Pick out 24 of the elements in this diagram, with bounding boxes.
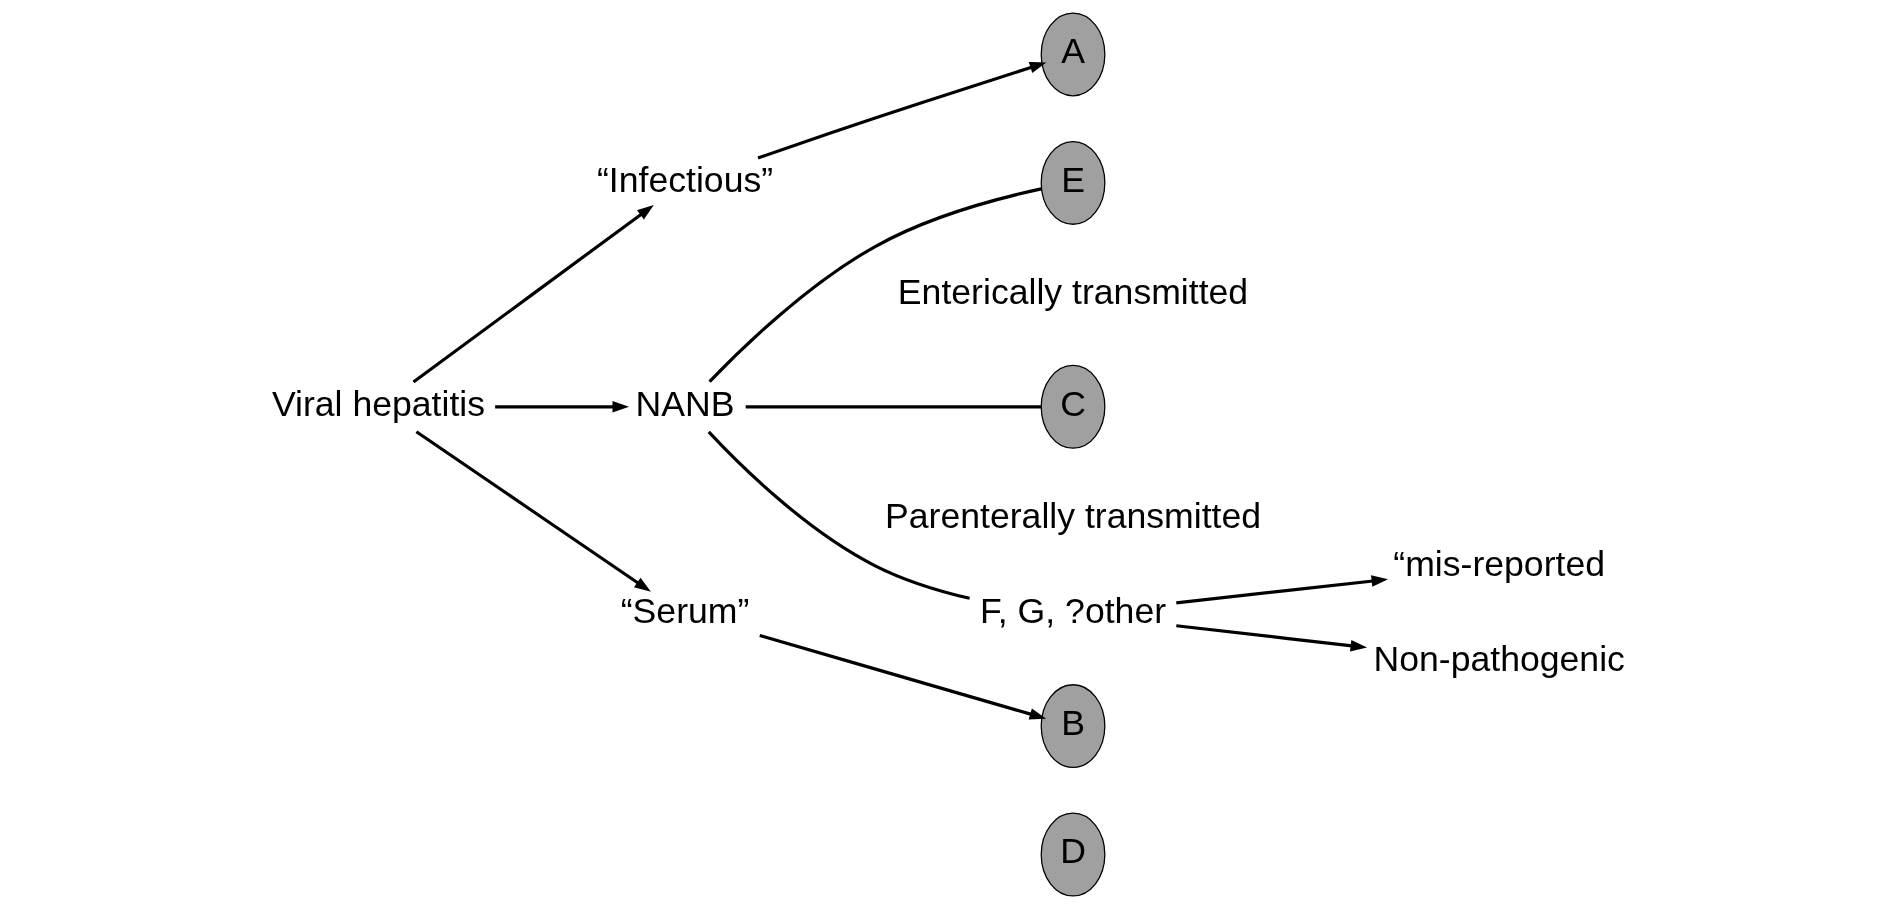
- connector: [745, 405, 1042, 409]
- node-text: “mis-reported: [1393, 543, 1606, 584]
- node-ellipse: C: [1040, 364, 1106, 449]
- arrow: [1176, 575, 1389, 605]
- node-ellipse: D: [1040, 812, 1106, 897]
- node-text: “Infectious”: [596, 159, 774, 200]
- arrow: [1176, 624, 1368, 652]
- arrow: [757, 62, 1047, 160]
- node-ellipse: A: [1040, 12, 1106, 97]
- node-text: Non-pathogenic: [1373, 639, 1625, 680]
- node-ellipse: B: [1040, 684, 1106, 769]
- node-ellipse: E: [1040, 140, 1106, 225]
- node-text: F, G, ?other: [980, 590, 1167, 631]
- node-label: Enterically transmitted: [897, 271, 1249, 312]
- connector: [708, 187, 1042, 383]
- node-label: Parenterally transmitted: [885, 495, 1262, 536]
- arrow: [412, 205, 654, 384]
- arrow: [415, 430, 651, 592]
- arrow: [495, 401, 630, 413]
- arrow: [759, 633, 1047, 720]
- node-text: NANB: [635, 383, 735, 424]
- node-text: Viral hepatitis: [271, 383, 486, 424]
- connector: [707, 430, 970, 600]
- node-text: “Serum”: [620, 590, 750, 631]
